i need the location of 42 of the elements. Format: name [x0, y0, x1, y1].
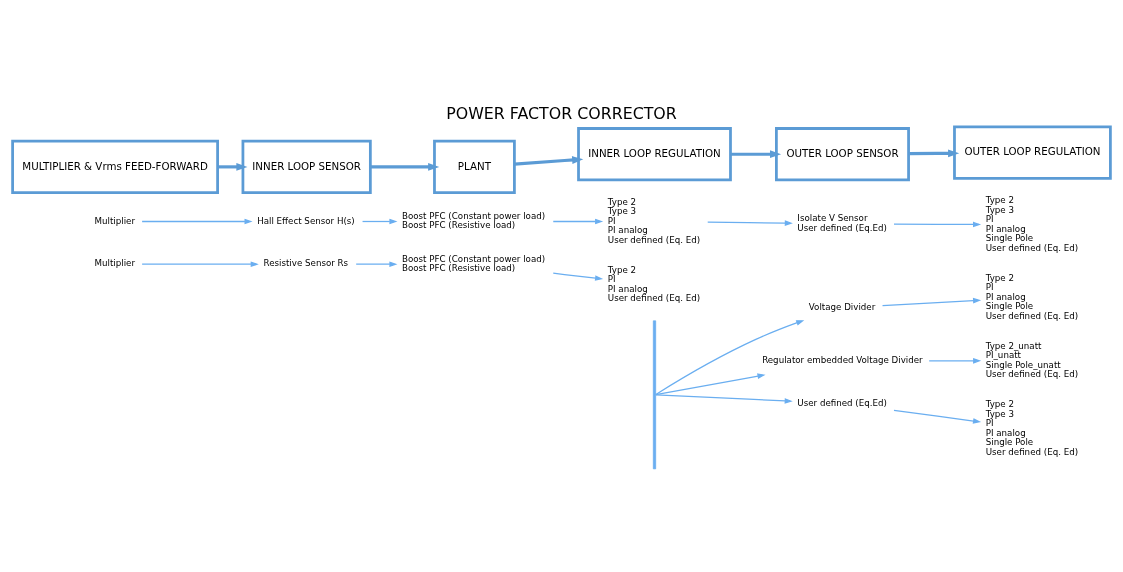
node-box: OUTER LOOP REGULATION	[953, 125, 1112, 180]
arrow	[928, 357, 982, 364]
arrow	[141, 218, 253, 225]
node-text: Resistive Sensor Rs	[263, 258, 349, 269]
node-text: Type 2 PI PI analog Single Pole User defined (Eq. Ed)	[985, 272, 1079, 321]
node-text: Type 2 Type 3 PI PI analog User defined (Eq. Ed)	[607, 196, 701, 245]
node-text: Voltage Divider	[808, 301, 876, 312]
node-box: MULTIPLIER & Vrms FEED-FORWARD	[11, 139, 219, 194]
node-text: User defined (Eq.Ed)	[797, 397, 887, 408]
node-box: OUTER LOOP SENSOR	[775, 127, 910, 182]
node-text: Type 2_unatt PI_unatt Single Pole_unatt User defined (Eq. Ed)	[985, 340, 1079, 380]
arrow	[141, 261, 259, 268]
arrow	[655, 320, 805, 396]
node-text: Hall Effect Sensor H(s)	[257, 215, 355, 226]
node-text: Type 2 Type 3 PI PI analog Single Pole User defined (Eq. Ed)	[985, 399, 1079, 457]
arrow	[893, 221, 982, 228]
node-box: INNER LOOP SENSOR	[241, 139, 372, 194]
node-bar	[652, 320, 657, 470]
arrow	[217, 163, 248, 171]
arrow	[514, 156, 584, 166]
arrow	[355, 261, 398, 268]
node-text: Boost PFC (Constant power load) Boost PFC (Resistive load)	[402, 210, 546, 231]
arrow	[707, 220, 793, 226]
arrow	[881, 297, 982, 307]
node-text: Regulator embedded Voltage Divider	[762, 355, 923, 366]
arrow	[552, 272, 604, 281]
node-text: Multiplier	[94, 215, 136, 226]
node-text: Isolate V Sensor User defined (Eq.Ed)	[797, 213, 887, 233]
diagram-title: POWER FACTOR CORRECTOR	[446, 104, 677, 123]
arrow	[893, 409, 982, 424]
arrow	[730, 150, 782, 159]
arrow	[370, 163, 440, 171]
node-text: Multiplier	[94, 258, 136, 269]
arrow	[361, 218, 398, 225]
node-box: INNER LOOP REGULATION	[577, 127, 732, 182]
node-text: Type 2 Type 3 PI PI analog Single Pole User defined (Eq. Ed)	[985, 195, 1079, 253]
node-box: PLANT	[433, 139, 516, 194]
node-text: Boost PFC (Constant power load) Boost PFC (Resistive load)	[402, 253, 546, 274]
node-text: Type 2 PI PI analog User defined (Eq. Ed)	[607, 264, 701, 304]
arrow	[552, 218, 604, 225]
arrow	[908, 149, 960, 158]
arrow	[655, 394, 793, 404]
